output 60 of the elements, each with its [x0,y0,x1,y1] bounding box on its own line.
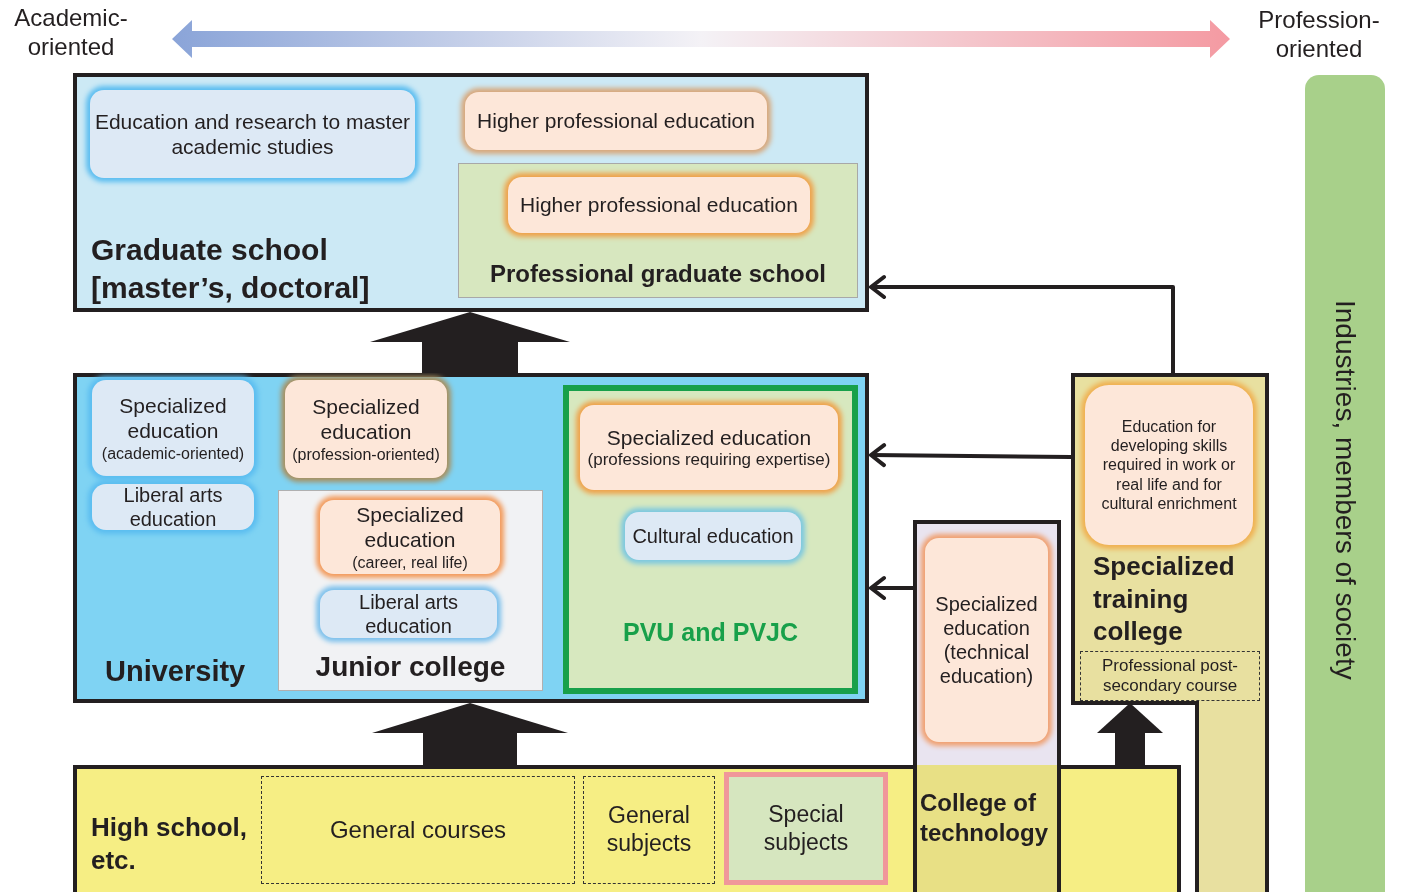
box-text: Specialized education (technical education) [934,592,1039,688]
box-text: General courses [329,815,507,845]
box-text: (academic-oriented) [101,443,245,463]
section-title: High school, etc. [91,811,248,876]
box-text: General subjects [605,802,693,858]
rounded-box [92,380,254,476]
rounded-box [465,92,767,150]
university-panel [73,373,869,703]
box-text: Professional post-secondary course [1100,655,1240,697]
box-text: Cultural education [632,524,794,548]
junior-college-panel [278,490,543,691]
section-title: Specialized training college [1093,550,1236,648]
box-text: Higher professional education [520,192,798,218]
rounded-box [625,512,801,560]
rounded-box [90,90,415,178]
rounded-box [285,380,447,478]
society-band [1305,75,1385,892]
dashed-box [1080,651,1260,701]
box-text: Specialized education [355,502,465,553]
graduate-school-panel [73,73,869,312]
professional-school-panel [458,163,858,298]
section-title: Professional graduate school [488,259,828,289]
section-title: PVU and PVJC [621,616,800,648]
college-of-technology-panel [913,520,1061,892]
box-text: Specialized education [118,393,228,444]
block-arrow [1097,703,1163,765]
arrow [869,275,1175,373]
box-text: Liberal arts education [122,483,224,531]
rounded-box [508,177,810,233]
rounded-box [925,538,1048,742]
block-arrow [372,703,568,765]
rounded-box [320,500,500,574]
axis-label: Profession-oriented [1257,6,1381,64]
arrow [869,576,913,600]
section-title: University [105,653,246,689]
special-subjects-box [724,772,888,885]
box-text: (professions requiring expertise) [587,449,831,471]
dashed-box [261,776,575,884]
rounded-box [580,405,838,490]
axis-label: Academic-oriented [13,4,129,62]
rounded-box [1085,385,1253,545]
block-arrow [370,312,570,373]
box-text: Special subjects [762,800,850,857]
box-text: Higher professional education [477,108,755,134]
section-title: College of technology [920,788,1049,848]
box-text: Education for developing skills required in work or real life and for cultural enrichment [1100,417,1238,513]
box-text: Specialized education [606,424,812,450]
box-text: Specialized education [311,394,421,445]
box-text: Education and research to master academic studies [94,108,411,160]
dashed-box [583,776,715,884]
box-text: Industries, members of society [1328,300,1362,680]
section-title: Junior college [314,650,507,684]
box-text: (profession-oriented) [292,444,440,464]
box-text: (career, real life) [352,552,468,572]
rounded-box [92,484,254,530]
arrow [869,443,1072,468]
pvu-panel [563,385,858,694]
rounded-box [320,590,497,638]
box-text: Liberal arts education [358,590,459,638]
section-title: Graduate school [master’s, doctoral] [91,232,371,306]
